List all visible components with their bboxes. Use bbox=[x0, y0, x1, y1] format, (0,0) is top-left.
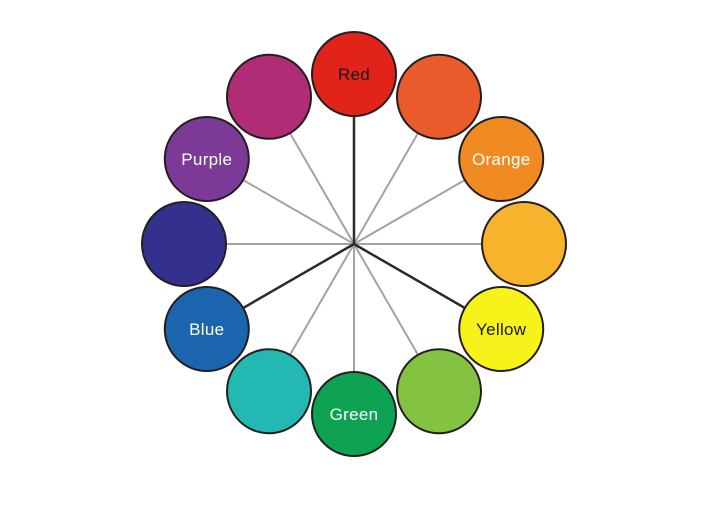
segment-blue-green bbox=[226, 348, 312, 435]
segment-green bbox=[311, 371, 397, 457]
segment-yellow bbox=[458, 286, 545, 372]
segment-red bbox=[311, 31, 397, 117]
segment-blue bbox=[163, 286, 250, 372]
segment-red-orange bbox=[396, 53, 482, 140]
segment-purple bbox=[163, 116, 250, 202]
spokes-layer bbox=[184, 74, 524, 414]
segment-red-violet bbox=[226, 53, 312, 140]
circles-layer bbox=[141, 31, 567, 457]
segment-yellow-green bbox=[396, 348, 482, 435]
segment-orange bbox=[458, 116, 545, 202]
segment-yellow-orange bbox=[481, 201, 567, 287]
segment-blue-violet bbox=[141, 201, 227, 287]
